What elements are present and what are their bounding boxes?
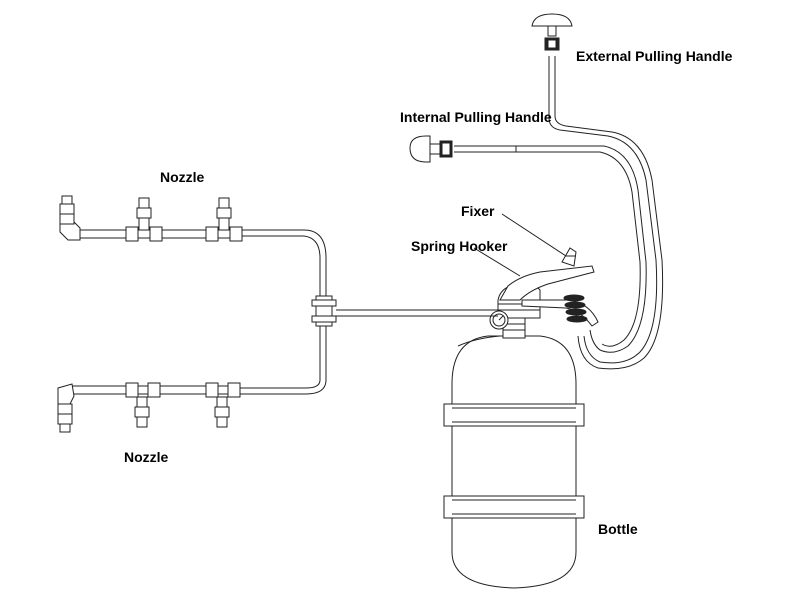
- pull-cables: [454, 56, 664, 370]
- nozzle-branch-top: [59, 195, 243, 242]
- external-pulling-handle-label: External Pulling Handle: [576, 48, 733, 64]
- bottle-strap-lower: [443, 495, 585, 519]
- nozzle: [57, 403, 73, 433]
- valve-head: [489, 247, 599, 330]
- nozzle: [59, 195, 75, 225]
- nozzle: [216, 197, 232, 231]
- bottle-body: [451, 335, 577, 589]
- discharge-pipe: [234, 229, 498, 395]
- leader-line-spring-hooker: [473, 247, 521, 277]
- external-pulling-handle: [531, 13, 573, 51]
- bottle-strap-upper: [443, 403, 585, 427]
- nozzle: [214, 396, 230, 428]
- bottle-label: Bottle: [598, 521, 638, 537]
- spring-hooker-label: Spring Hooker: [411, 238, 508, 254]
- fixer-label: Fixer: [461, 203, 495, 219]
- spring-coil: [563, 294, 588, 323]
- fixer: [561, 247, 577, 267]
- nozzle-branch-bottom: [57, 382, 241, 433]
- nozzle: [136, 197, 152, 231]
- leader-line-fixer: [501, 213, 567, 257]
- spring-hooker-lever: [499, 265, 595, 301]
- bottle: [443, 317, 585, 589]
- internal-pulling-handle-label: Internal Pulling Handle: [400, 109, 552, 125]
- nozzle-label-bottom: Nozzle: [124, 449, 169, 465]
- nozzle-label-top: Nozzle: [160, 169, 205, 185]
- internal-pulling-handle: [409, 135, 517, 163]
- nozzle: [134, 396, 150, 428]
